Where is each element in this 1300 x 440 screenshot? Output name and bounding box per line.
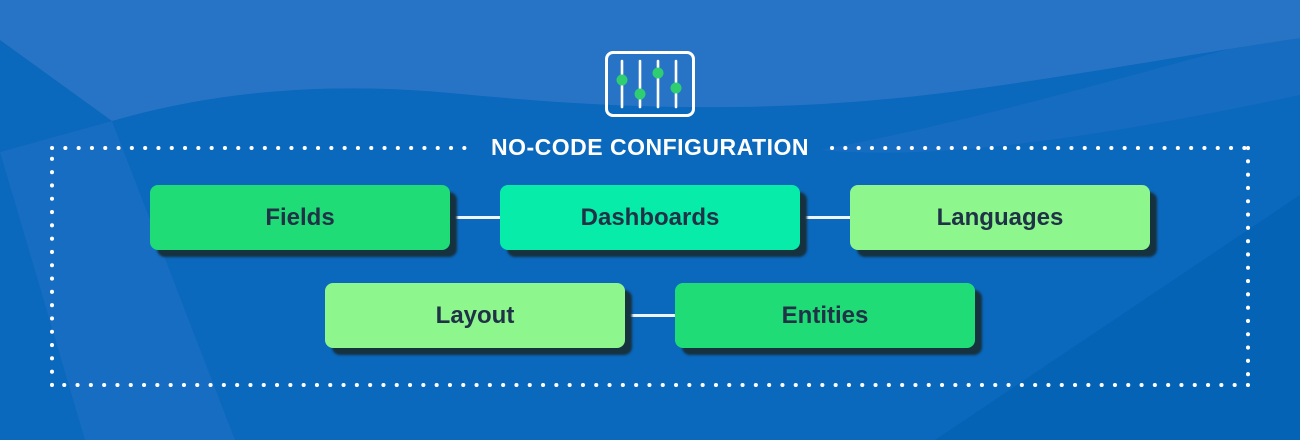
page-title: NO-CODE CONFIGURATION [490, 134, 809, 160]
connector-line [625, 314, 675, 317]
slider-knob-icon [670, 82, 682, 94]
node-label: Dashboards [580, 203, 720, 231]
node-label: Fields [265, 203, 335, 231]
slider-knob-icon [634, 88, 646, 100]
node-label: Entities [781, 301, 869, 329]
node-label: Layout [435, 301, 515, 329]
node-label: Languages [936, 203, 1064, 231]
connector-line [450, 216, 500, 219]
node-dashboards[interactable]: Dashboards [500, 185, 800, 250]
node-fields[interactable]: Fields [150, 185, 450, 250]
node-entities[interactable]: Entities [675, 283, 975, 348]
node-layout[interactable]: Layout [325, 283, 625, 348]
slider-knob-icon [652, 67, 664, 79]
slider-knob-icon [616, 74, 628, 86]
node-languages[interactable]: Languages [850, 185, 1150, 250]
connector-line [800, 216, 850, 219]
sliders-icon [605, 51, 695, 117]
